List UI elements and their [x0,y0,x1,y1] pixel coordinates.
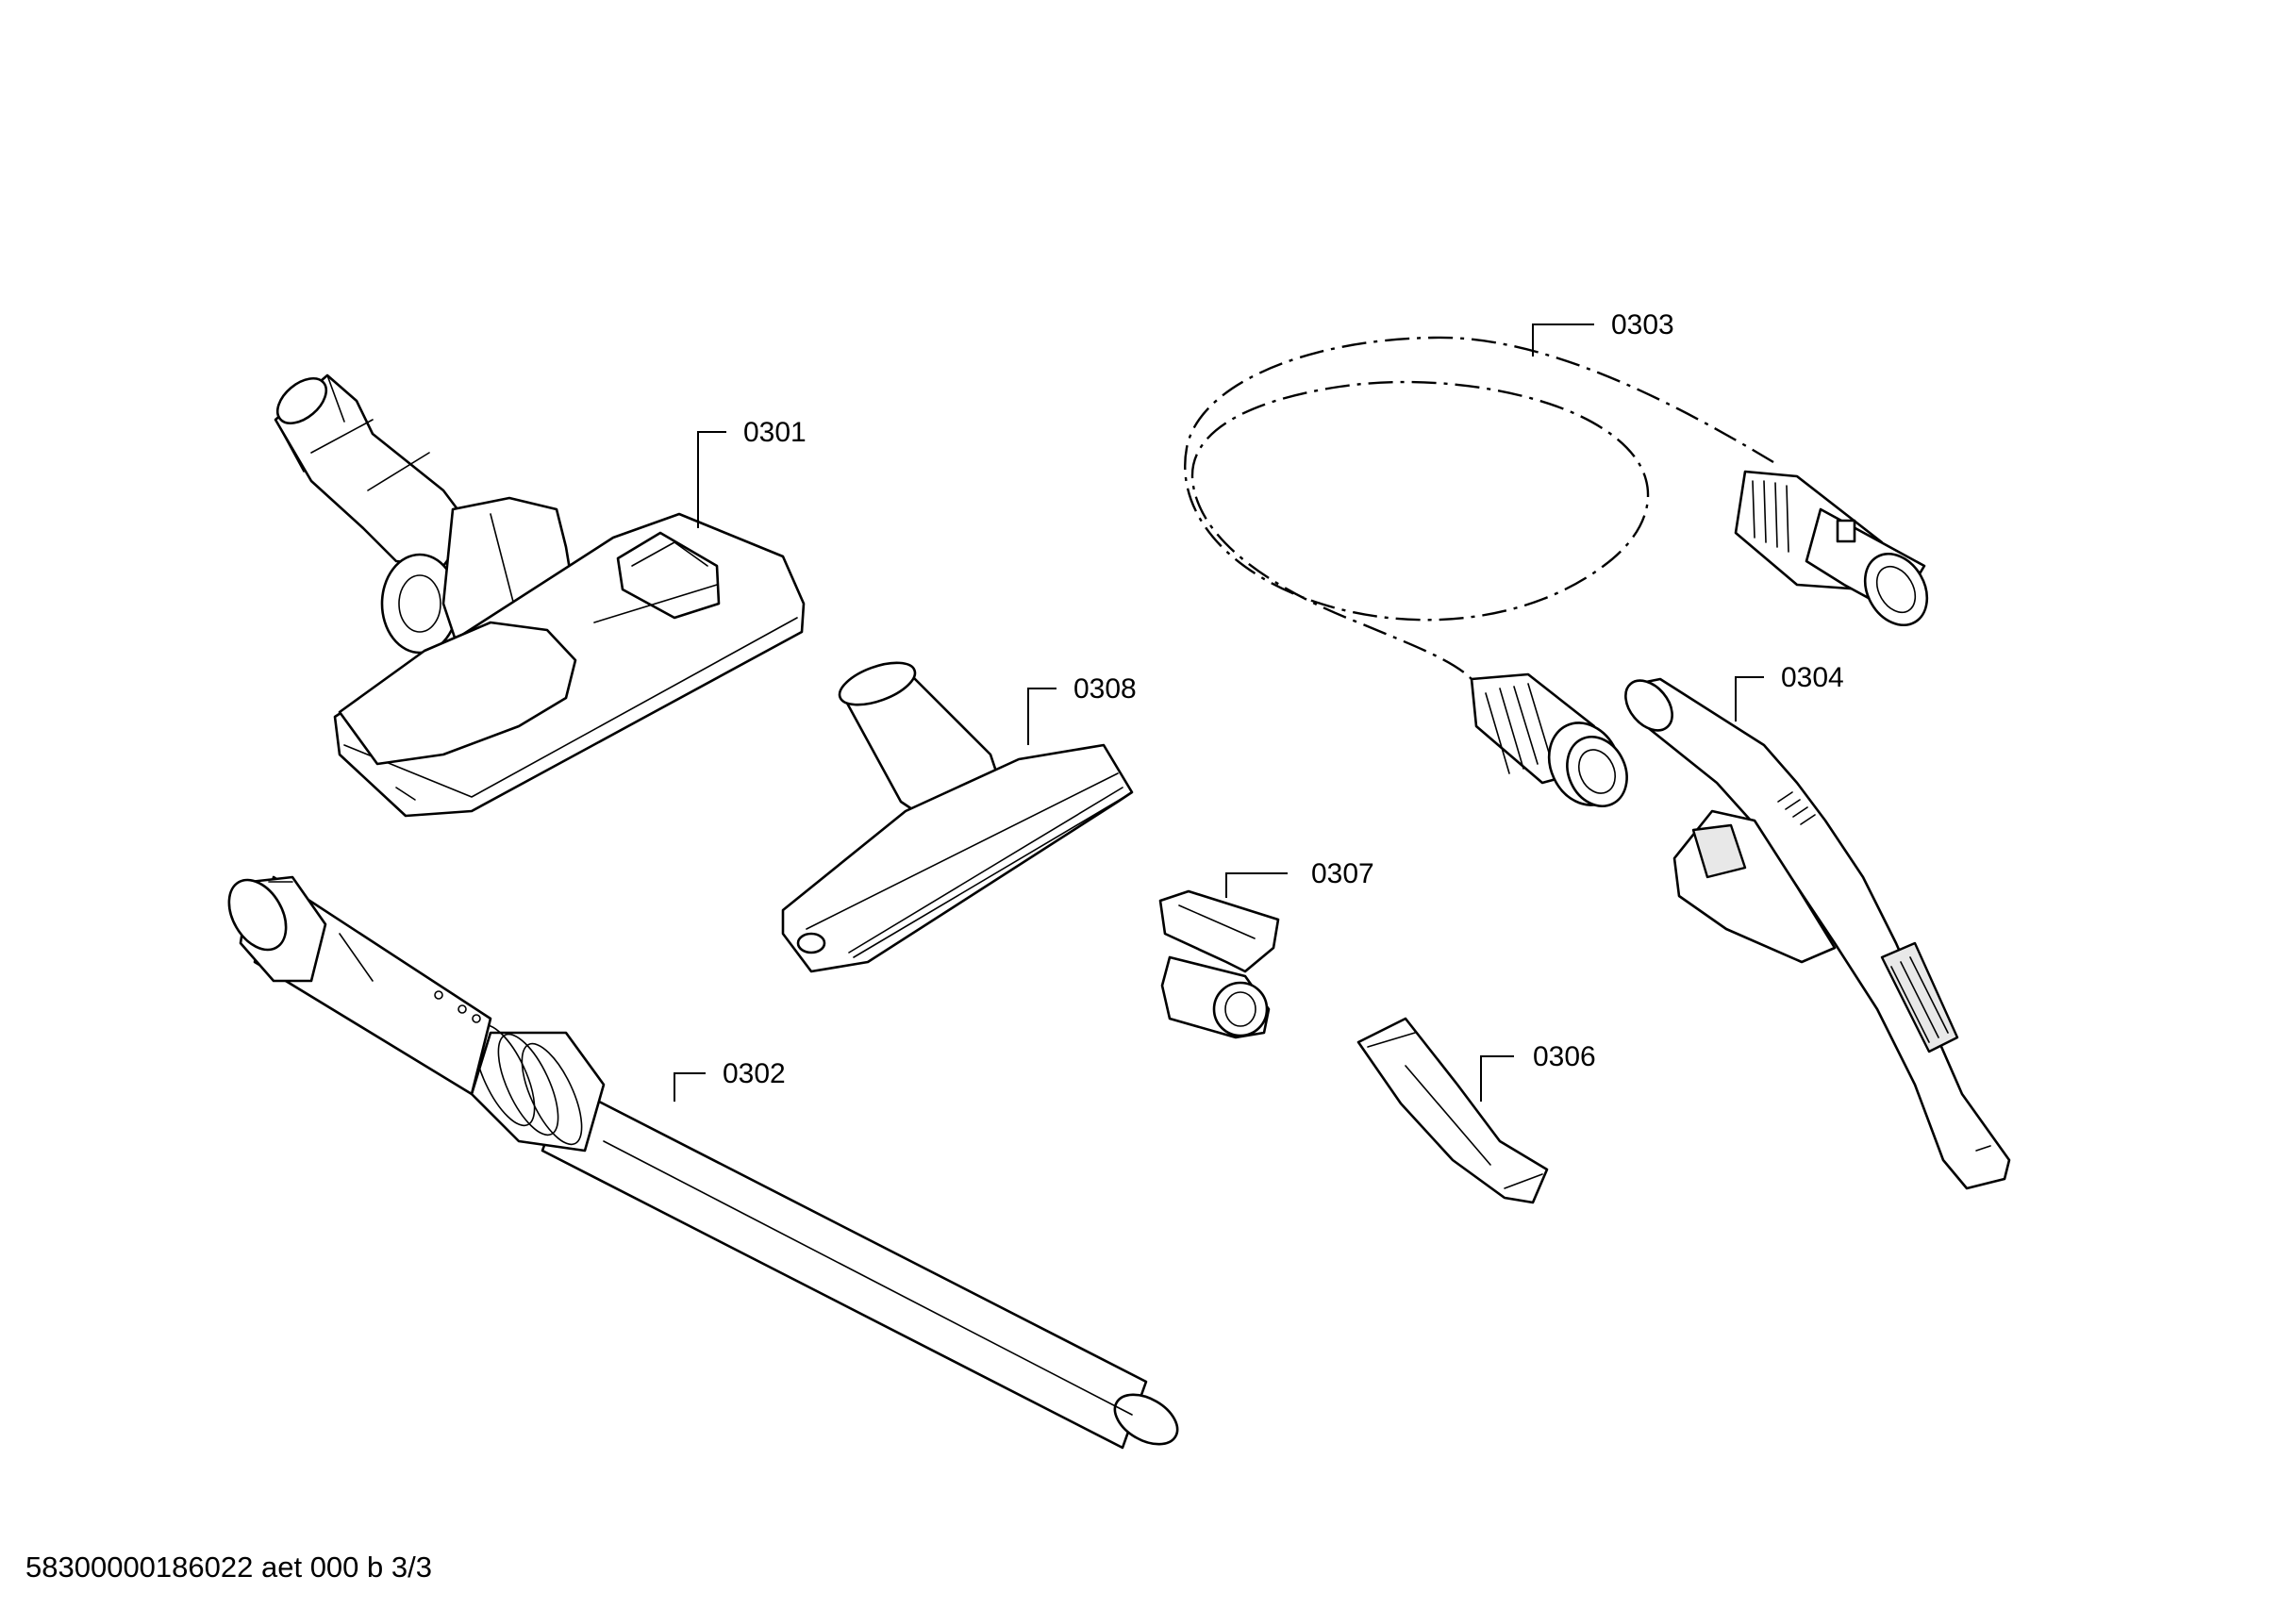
hose-handle-part-0304 [1624,677,2011,1190]
leader-line-0302 [674,1072,706,1102]
crevice-tool-part-0306 [1356,1017,1549,1204]
telescopic-tube-part-0302 [227,875,1179,1450]
leader-line-0307 [1225,872,1288,898]
leader-line-0301 [697,431,726,528]
hose-part-0303 [1184,336,1929,807]
clip-part-0307 [1158,889,1280,1039]
part-label-0306: 0306 [1533,1041,1596,1072]
part-label-0302: 0302 [723,1058,786,1089]
leader-line-0308 [1027,688,1056,745]
document-code: 58300000186022 aet 000 b 3/3 [25,1551,432,1584]
upholstery-nozzle-part-0308 [781,661,1134,973]
leader-line-0306 [1480,1055,1514,1102]
leader-line-0304 [1735,676,1764,722]
leader-line-0303 [1532,323,1594,357]
part-label-0304: 0304 [1781,662,1844,693]
floor-nozzle-part-0301 [274,373,806,818]
part-label-0303: 0303 [1611,309,1674,340]
part-label-0301: 0301 [743,417,807,448]
part-label-0307: 0307 [1311,858,1374,889]
part-label-0308: 0308 [1073,673,1137,705]
